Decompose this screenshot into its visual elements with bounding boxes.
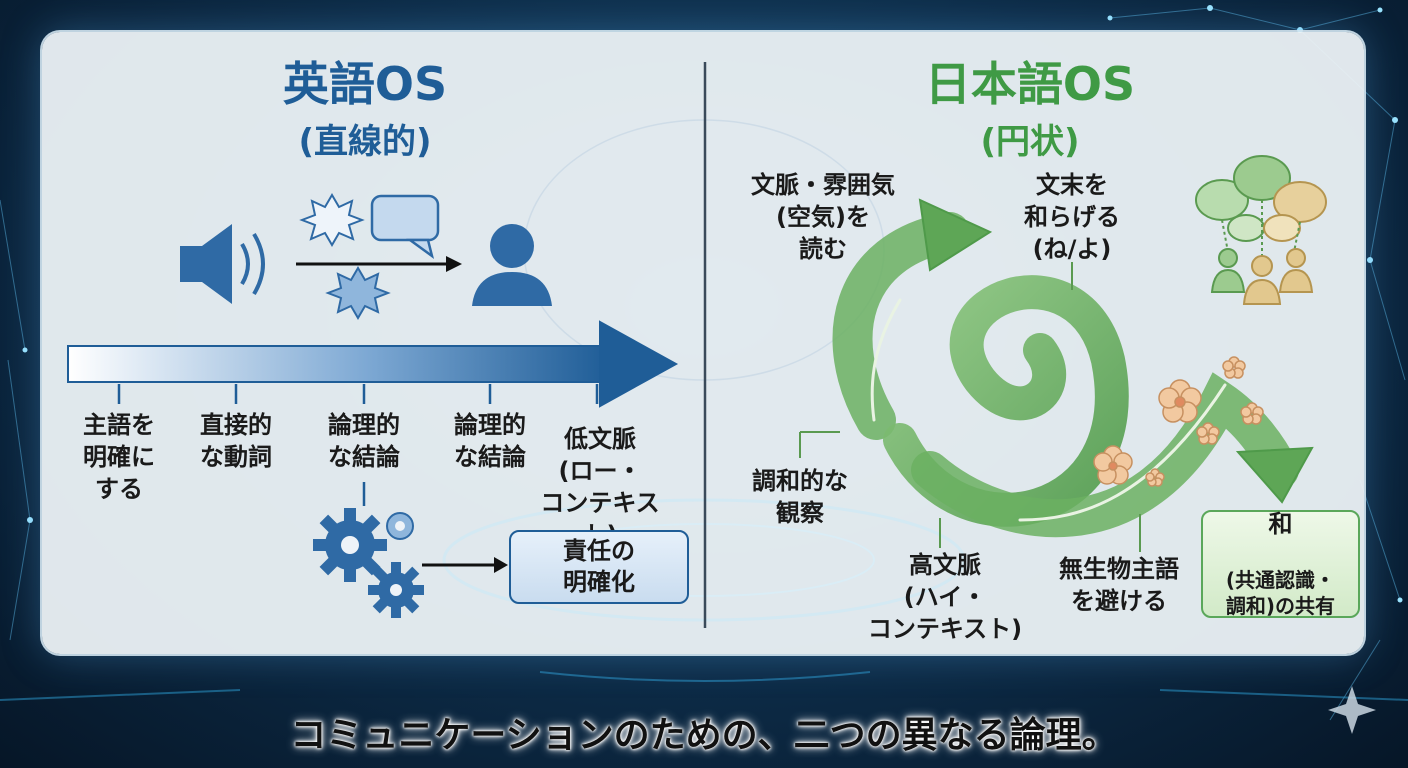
- gears-icon: [313, 508, 424, 618]
- blossom-icon: [1093, 356, 1264, 487]
- english-os-title: 英語OS: [282, 57, 448, 111]
- burst-icon-lower: [325, 266, 391, 320]
- japanese-os-title: 日本語OS: [924, 57, 1136, 111]
- label-soften-ending: 文末を 和らげる (ね/よ): [1024, 171, 1120, 263]
- speech-bubble-icon: [370, 194, 440, 260]
- label-read-air: 文脈・雰囲気 (空気)を 読む: [751, 171, 895, 263]
- group-chat-icon: [1195, 155, 1327, 305]
- japanese-os-subtitle: (円状): [980, 122, 1080, 162]
- harmony-box: 和 (共通認識・ 調和)の共有: [1201, 510, 1360, 618]
- step-label-direct-verb: 直接的 な動詞: [200, 411, 272, 471]
- english-os-subtitle: (直線的): [298, 122, 432, 162]
- label-harmonious-observation: 調和的な 観察: [752, 467, 848, 527]
- main-panel: [42, 32, 1364, 654]
- speaker-icon: [180, 224, 265, 304]
- harmony-head: 和: [1268, 510, 1293, 539]
- responsibility-text: 責任の 明確化: [563, 536, 635, 596]
- linear-arrow: [67, 320, 679, 408]
- arrow-head-icon: [446, 256, 462, 272]
- step-label-subject: 主語を 明確に する: [83, 411, 155, 503]
- burst-icon: [299, 193, 365, 247]
- person-icon: [472, 224, 552, 306]
- step-label-logical-conclusion: 論理的 な結論: [328, 411, 400, 471]
- sparkle-icon: [1328, 686, 1376, 734]
- harmony-text: 和 (共通認識・ 調和)の共有: [1226, 483, 1335, 644]
- harmony-body: (共通認識・ 調和)の共有: [1225, 567, 1336, 618]
- label-avoid-inanimate-subject: 無生物主語 を避ける: [1059, 555, 1179, 615]
- step-label-logical-conclusion-2: 論理的 な結論: [454, 411, 526, 471]
- label-high-context: 高文脈 (ハイ・ コンテキスト): [867, 551, 1023, 643]
- bottom-caption: コミュニケーションのための、二つの異なる論理。: [290, 715, 1118, 756]
- responsibility-box: 責任の 明確化: [509, 530, 689, 604]
